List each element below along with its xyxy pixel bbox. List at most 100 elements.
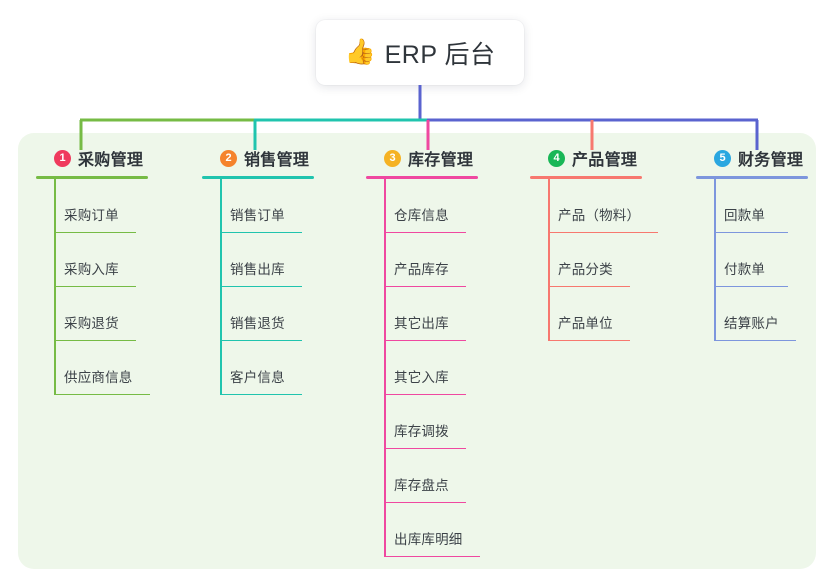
branch-item[interactable]: 库存盘点 [366,449,478,503]
branch-column-3: 3 库存管理仓库信息产品库存其它出库其它入库库存调拨库存盘点出库库明细 [366,145,480,557]
branch-item-list: 采购订单采购入库采购退货供应商信息 [36,179,150,395]
branch-item-label: 仓库信息 [394,208,449,223]
branch-item-underline [548,231,658,233]
branch-column-4: 4 产品管理产品（物料） 产品分类产品单位 [530,145,658,341]
branch-item-underline [714,285,788,287]
thumbs-up-icon: 👍 [344,38,376,66]
branch-item-label: 采购退货 [64,316,119,331]
branch-item[interactable]: 回款单 [696,179,808,233]
branch-item-underline [384,285,466,287]
branch-column-1: 1 采购管理采购订单采购入库采购退货供应商信息 [36,145,150,395]
branch-title: 财务管理 [738,152,804,169]
branch-number-badge: 4 [548,149,565,167]
branch-item-underline [54,231,136,233]
branch-item[interactable]: 销售退货 [202,287,314,341]
branch-item-list: 销售订单销售出库销售退货客户信息 [202,179,314,395]
branch-header-1[interactable]: 1 采购管理 [36,145,148,171]
branch-item[interactable]: 采购订单 [36,179,148,233]
branch-item-label: 出库库明细 [394,532,463,547]
branch-item-label: 销售退货 [230,316,285,331]
branch-item-label: 产品分类 [558,262,613,277]
branch-item-underline [220,393,302,395]
branch-header-2[interactable]: 2 销售管理 [202,145,314,171]
branch-spine [54,179,56,395]
branch-underline [202,176,314,179]
root-node-title: ERP 后台 [384,40,496,69]
branch-item[interactable]: 产品单位 [530,287,642,341]
branch-item[interactable]: 库存调拨 [366,395,478,449]
branch-item[interactable]: 其它出库 [366,287,478,341]
branch-item-underline [548,339,630,341]
branch-spine [548,179,550,341]
branch-item-underline [220,231,302,233]
branch-item[interactable]: 结算账户 [696,287,808,341]
branch-item-label: 供应商信息 [64,370,133,385]
branch-item-underline [384,231,466,233]
branch-spine [220,179,222,395]
branch-title: 销售管理 [244,152,310,169]
root-node-erp-backend[interactable]: 👍 ERP 后台 [316,20,524,85]
branch-item-list: 回款单付款单结算账户 [696,179,808,341]
branch-title: 产品管理 [572,152,638,169]
branch-item-underline [384,555,480,557]
branch-item-label: 其它出库 [394,316,449,331]
branch-item-underline [384,447,466,449]
branch-item-underline [714,339,796,341]
branch-item[interactable]: 销售出库 [202,233,314,287]
branch-item[interactable]: 其它入库 [366,341,478,395]
branch-item-label: 产品库存 [394,262,449,277]
branch-item-label: 采购订单 [64,208,119,223]
branch-item[interactable]: 客户信息 [202,341,314,395]
branch-item-list: 产品（物料） 产品分类产品单位 [530,179,658,341]
branch-spine [714,179,716,341]
branch-number-badge: 3 [384,149,401,167]
branch-item[interactable]: 供应商信息 [36,341,150,395]
branch-item-underline [384,393,466,395]
branch-item-underline [548,285,630,287]
branch-item-label: 库存盘点 [394,478,449,493]
branch-item-label: 库存调拨 [394,424,449,439]
branch-number-badge: 5 [714,149,731,167]
branch-underline [36,176,148,179]
branch-item[interactable]: 付款单 [696,233,808,287]
branch-item-underline [54,285,136,287]
branch-header-5[interactable]: 5 财务管理 [696,145,808,171]
branch-underline [530,176,642,179]
branch-number-badge: 1 [54,149,71,167]
branch-number-badge: 2 [220,149,237,167]
branch-item-underline [220,339,302,341]
branch-item[interactable]: 产品（物料） [530,179,658,233]
branch-header-3[interactable]: 3 库存管理 [366,145,478,171]
branch-item-underline [54,339,136,341]
branch-spine [384,179,386,557]
branch-item-label: 销售出库 [230,262,285,277]
branch-title: 采购管理 [78,152,144,169]
branch-item-list: 仓库信息产品库存其它出库其它入库库存调拨库存盘点出库库明细 [366,179,480,557]
branch-underline [696,176,808,179]
branch-item-label: 回款单 [724,208,766,223]
branch-item-label: 结算账户 [724,316,779,331]
branch-item-underline [54,393,150,395]
branch-item-label: 客户信息 [230,370,285,385]
branch-column-2: 2 销售管理销售订单销售出库销售退货客户信息 [202,145,314,395]
branch-item[interactable]: 出库库明细 [366,503,480,557]
branch-title: 库存管理 [408,152,474,169]
branch-item[interactable]: 仓库信息 [366,179,478,233]
branch-item-label: 付款单 [724,262,766,277]
branch-item[interactable]: 产品分类 [530,233,642,287]
branch-item[interactable]: 产品库存 [366,233,478,287]
branch-item-underline [714,231,788,233]
branch-item-label: 销售订单 [230,208,285,223]
branch-item[interactable]: 采购入库 [36,233,148,287]
branch-item-underline [220,285,302,287]
branch-item-underline [384,339,466,341]
branches-panel [18,133,816,569]
branch-item[interactable]: 采购退货 [36,287,148,341]
branch-item-label: 产品单位 [558,316,613,331]
branch-item-label: 采购入库 [64,262,119,277]
branch-underline [366,176,478,179]
branch-header-4[interactable]: 4 产品管理 [530,145,642,171]
branch-item[interactable]: 销售订单 [202,179,314,233]
branch-item-underline [384,501,466,503]
